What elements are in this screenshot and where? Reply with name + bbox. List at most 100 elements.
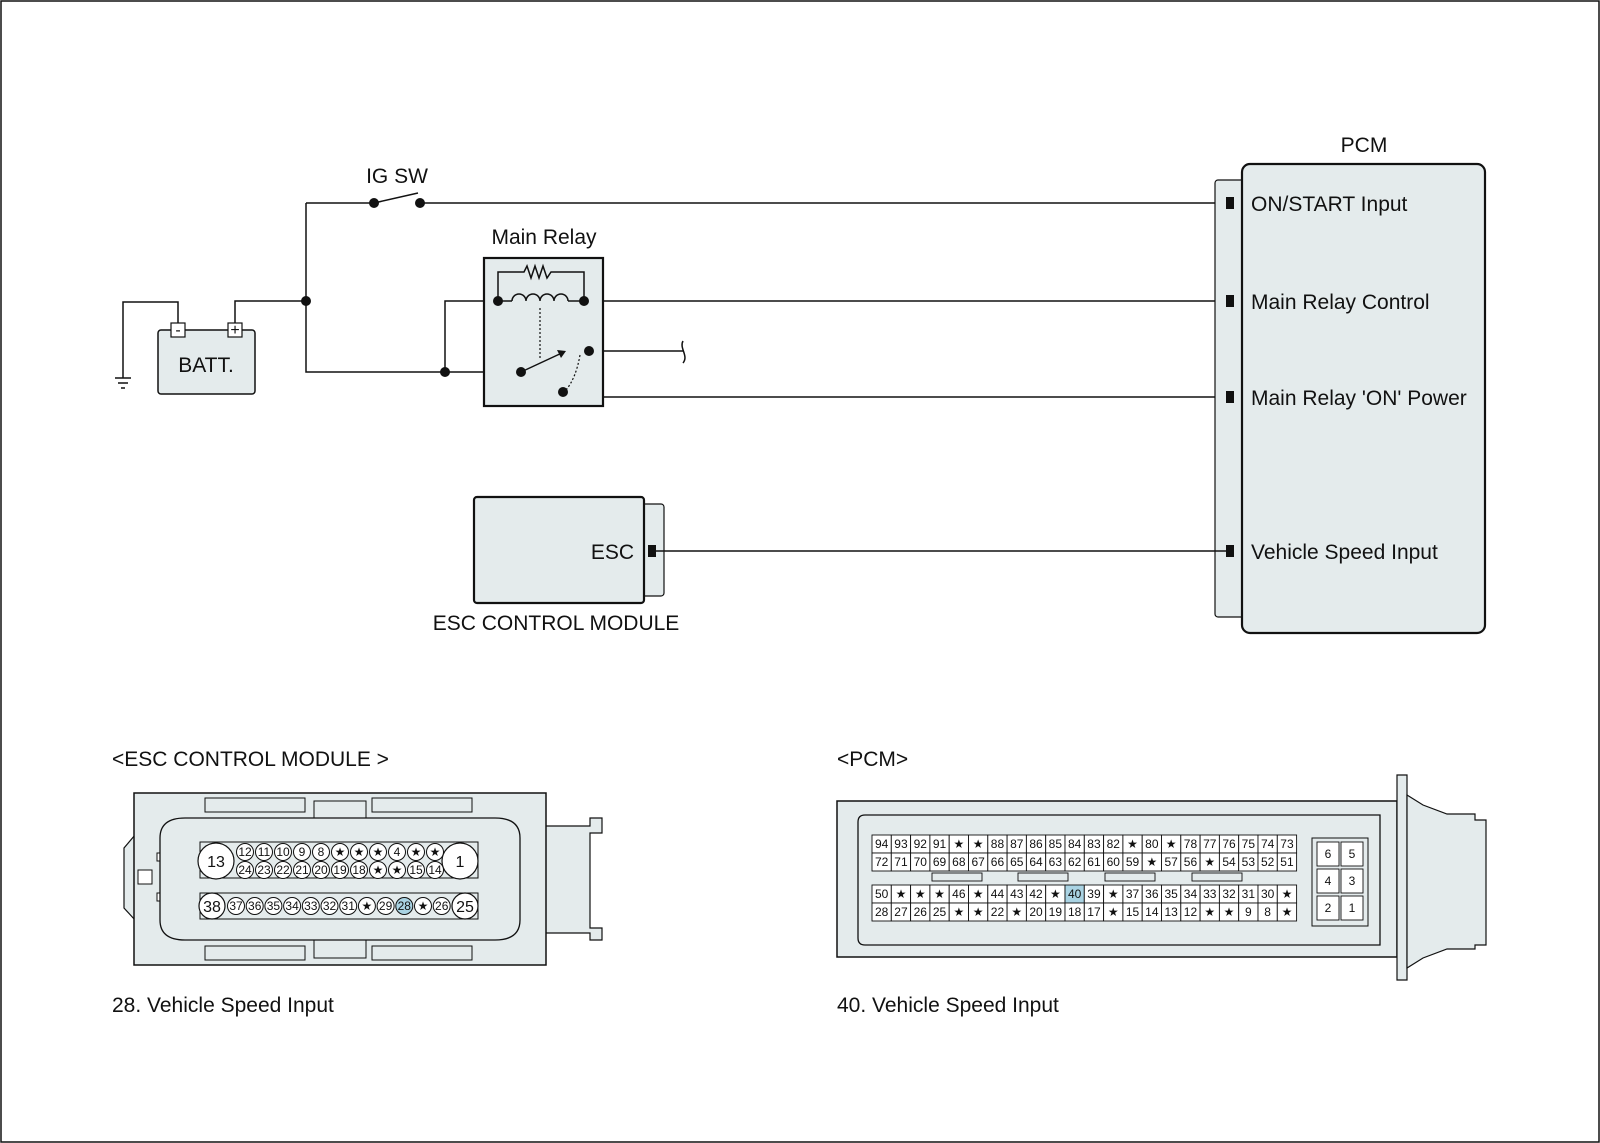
pcm-pin-label: 50 xyxy=(875,887,889,901)
pcm-pin-label: ★ xyxy=(1204,905,1215,919)
pcm-pin-label: ★ xyxy=(934,887,945,901)
pcm-pin-label: 22 xyxy=(991,905,1005,919)
pcm-pin-label: 83 xyxy=(1087,837,1101,851)
pcm-pin-label: 53 xyxy=(1242,855,1256,869)
pcm-pin-label: ★ xyxy=(1282,905,1293,919)
pcm-pin-label: 42 xyxy=(1029,887,1043,901)
pcm-pin-label: 14 xyxy=(1145,905,1159,919)
pcm-side-pin xyxy=(1316,868,1340,894)
esc-pin-label: 12 xyxy=(238,845,252,859)
pcm-pin-label: 17 xyxy=(1087,905,1101,919)
esc-pin xyxy=(255,861,273,879)
pcm-side-pin xyxy=(1316,895,1340,921)
pcm-pin-label: 92 xyxy=(914,837,928,851)
pcm-pin-label: ★ xyxy=(1204,855,1215,869)
pcm-connector-title: <PCM> xyxy=(837,748,908,771)
esc-pin-label: 36 xyxy=(248,899,262,913)
pcm-pin-label: 74 xyxy=(1261,837,1275,851)
pcm-pin-label: 34 xyxy=(1184,887,1198,901)
esc-pin xyxy=(350,861,368,879)
esc-pin-label: 10 xyxy=(276,845,290,859)
pcm-pin-label: 85 xyxy=(1049,837,1063,851)
pcm-pin-label: 84 xyxy=(1068,837,1082,851)
esc-pin xyxy=(293,861,311,879)
esc-pin xyxy=(426,843,444,861)
esc-pin xyxy=(312,861,330,879)
pcm-pin-label: 78 xyxy=(1184,837,1198,851)
pcm-pin-label: 12 xyxy=(1184,905,1198,919)
esc-pin-label: ★ xyxy=(354,845,365,859)
esc-pin xyxy=(369,861,387,879)
esc-pin-label: ★ xyxy=(373,863,384,877)
esc-module: ESC ESC CONTROL MODULE xyxy=(433,495,1226,635)
pcm-pin-label: 31 xyxy=(1242,887,1256,901)
main-relay: Main Relay xyxy=(482,226,605,408)
pcm-pin-label: ★ xyxy=(953,905,964,919)
esc-pin-label: 35 xyxy=(267,899,281,913)
pcm-pin-label: 39 xyxy=(1087,887,1101,901)
pcm-pin-label: 33 xyxy=(1203,887,1217,901)
esc-label: ESC xyxy=(591,541,634,564)
pcm-pin-label: 40 xyxy=(1068,887,1082,901)
esc-pin xyxy=(414,897,432,915)
esc-big-pin-label: 13 xyxy=(207,854,225,871)
esc-pin-label: 22 xyxy=(276,863,290,877)
pcm-pin xyxy=(1276,902,1298,922)
pcm-pin-label: ★ xyxy=(915,887,926,901)
esc-pin xyxy=(395,897,414,915)
pcm-pin-label: 86 xyxy=(1029,837,1043,851)
pcm-side-pin xyxy=(1316,841,1340,867)
pcm-pin-label: 73 xyxy=(1280,837,1294,851)
pcm-pin-label: 8 xyxy=(1264,905,1271,919)
pcm-pin-label: ★ xyxy=(1282,887,1293,901)
pcm-pin-label: 28 xyxy=(875,905,889,919)
pcm-pin-label: ★ xyxy=(973,905,984,919)
battery-plus-label: + xyxy=(230,322,239,339)
esc-big-pin-label: 25 xyxy=(456,899,474,916)
pcm-pin-label: 35 xyxy=(1164,887,1178,901)
pcm-side-pin-label: 2 xyxy=(1325,901,1332,915)
esc-pin-label: 34 xyxy=(285,899,299,913)
pcm-pin-label: ★ xyxy=(1146,855,1157,869)
pcm-pin-label: ★ xyxy=(1011,905,1022,919)
esc-connector-caption: 28. Vehicle Speed Input xyxy=(112,994,334,1017)
pcm-pin-label: ★ xyxy=(953,837,964,851)
pcm-pin-label: 63 xyxy=(1049,855,1063,869)
pcm-pin-label: ★ xyxy=(1050,887,1061,901)
esc-connector-title: <ESC CONTROL MODULE > xyxy=(112,748,389,771)
pcm-pin-label: 30 xyxy=(1261,887,1275,901)
pcm-pin-label: 36 xyxy=(1145,887,1159,901)
pcm-pin-label: 94 xyxy=(875,837,889,851)
esc-pin-label: ★ xyxy=(411,845,422,859)
pcm-pin-label: 61 xyxy=(1087,855,1101,869)
pcm-pin-label: 57 xyxy=(1164,855,1178,869)
esc-pin xyxy=(255,843,273,861)
pcm-module: PCM ON/START Input Main Relay Control Ma… xyxy=(1214,134,1487,635)
esc-pin xyxy=(357,897,376,915)
pcm-pin-label: 13 xyxy=(1164,905,1178,919)
esc-pin xyxy=(407,861,425,879)
esc-pin xyxy=(312,843,330,861)
pcm-pin-label: 88 xyxy=(991,837,1005,851)
pcm-key-tab xyxy=(1104,872,1156,882)
pcm-pin-label: 75 xyxy=(1242,837,1256,851)
pcm-pin-label: 64 xyxy=(1029,855,1043,869)
pcm-pin-label: 25 xyxy=(933,905,947,919)
esc-pin-label: 33 xyxy=(304,899,318,913)
esc-pin xyxy=(293,843,311,861)
pcm-key-tab xyxy=(1191,872,1243,882)
esc-pin xyxy=(388,843,406,861)
pcm-side-pin-label: 6 xyxy=(1325,847,1332,861)
esc-pin xyxy=(432,897,451,915)
pcm-key-tab xyxy=(931,872,983,882)
esc-pin-label: 9 xyxy=(299,845,306,859)
pcm-side-pin xyxy=(1340,895,1364,921)
pcm-key-tab xyxy=(1017,872,1069,882)
esc-pin-label: 24 xyxy=(238,863,252,877)
pcm-pin-label: 65 xyxy=(1010,855,1024,869)
battery: - + BATT. xyxy=(157,322,256,395)
pcm-pin-label: 37 xyxy=(1126,887,1140,901)
pcm-pin-main-relay-control: Main Relay Control xyxy=(1251,291,1430,314)
battery-minus-label: - xyxy=(175,322,180,339)
